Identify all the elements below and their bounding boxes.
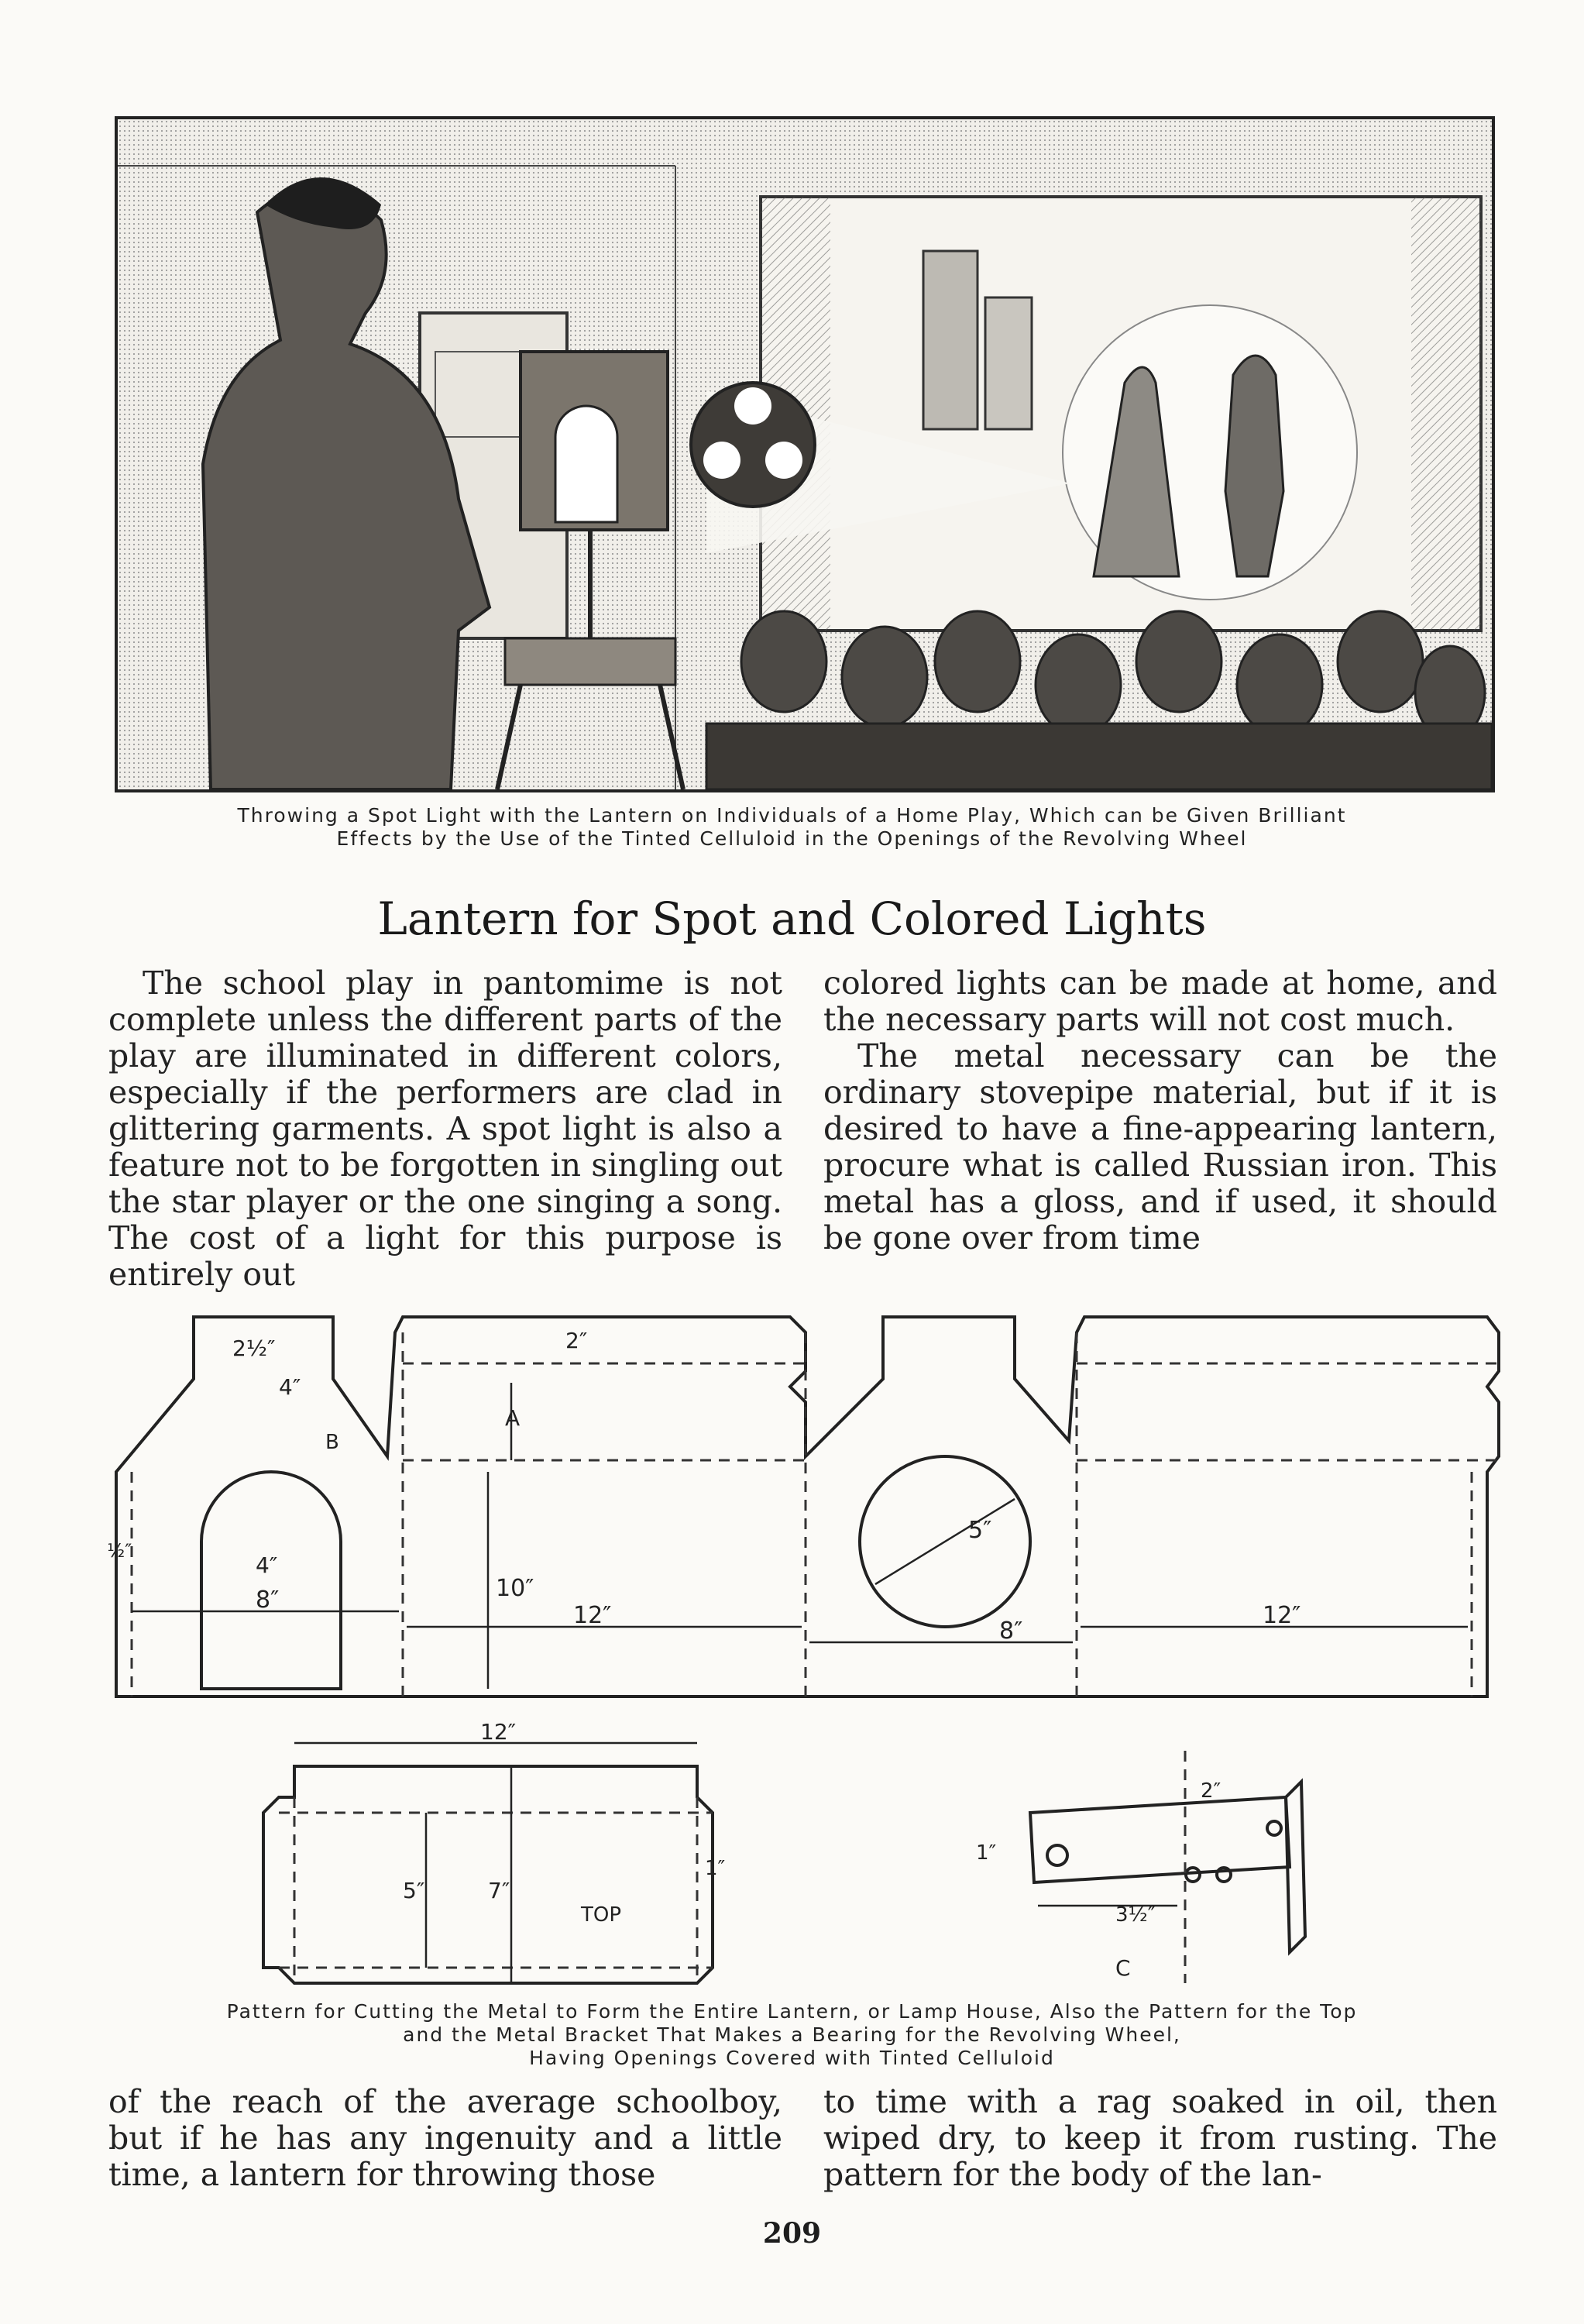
pattern-drawing: 2½″ 4″ B 2″ A 10″ ½″ 4″ 8″ 12″ 5″ 8″ 12″… — [107, 1315, 1500, 1985]
dim-label: B — [325, 1431, 339, 1454]
dim-label: 2″ — [1201, 1779, 1222, 1803]
dim-label: 10″ — [496, 1575, 534, 1602]
dimension-lines — [132, 1383, 1468, 1689]
dim-label: 1″ — [705, 1857, 726, 1880]
dim-label: ½″ — [108, 1540, 132, 1562]
article-title: Lantern for Spot and Colored Lights — [377, 892, 1207, 945]
paragraph: The metal necessary can be the ordinary … — [823, 1037, 1497, 1257]
figure-caption-bottom: Pattern for Cutting the Metal to Form th… — [0, 2000, 1584, 2070]
column-right-bottom: to time with a rag soaked in oil, then w… — [823, 2084, 1497, 2193]
dim-label: 4″ — [256, 1552, 277, 1578]
dim-label: 12″ — [480, 1719, 516, 1745]
column-left-top: The school play in pantomime is not comp… — [108, 965, 782, 1293]
top-label: TOP — [580, 1903, 621, 1927]
top-fold-lines — [279, 1797, 713, 1983]
caption-line: Pattern for Cutting the Metal to Form th… — [226, 2000, 1358, 2023]
dim-label: 2″ — [565, 1328, 587, 1353]
dim-label: 8″ — [256, 1587, 279, 1614]
dim-label: 2½″ — [232, 1336, 275, 1361]
dim-label: 4″ — [279, 1374, 301, 1400]
bracket-drawing — [1028, 1778, 1307, 1956]
dim-label: A — [505, 1405, 520, 1431]
caption-line: Effects by the Use of the Tinted Cellulo… — [336, 827, 1248, 850]
caption-line: Having Openings Covered with Tinted Cell… — [529, 2047, 1055, 2069]
fold-lines — [130, 1332, 1499, 1697]
page-number: 209 — [762, 2217, 822, 2250]
dim-label: 12″ — [1263, 1602, 1301, 1629]
dim-label: C — [1115, 1955, 1131, 1981]
figure-caption-top: Throwing a Spot Light with the Lantern o… — [0, 804, 1584, 851]
paragraph: colored lights can be made at home, and … — [823, 964, 1497, 1038]
column-left-bottom: of the reach of the average schoolboy, b… — [108, 2084, 782, 2193]
caption-line: and the Metal Bracket That Makes a Beari… — [403, 2023, 1181, 2046]
actress-figure — [1092, 366, 1180, 578]
caption-line: Throwing a Spot Light with the Lantern o… — [237, 804, 1347, 827]
dim-label: 5″ — [968, 1517, 991, 1544]
top-pattern-outline — [262, 1765, 714, 1985]
dim-label: 5″ — [403, 1878, 424, 1903]
pattern-diagram: 2½″ 4″ B 2″ A 10″ ½″ 4″ 8″ 12″ 5″ 8″ 12″… — [107, 1301, 1503, 2014]
dim-label: 3½″ — [1115, 1903, 1156, 1927]
audience-drawing — [705, 610, 1493, 791]
scene-drawing — [118, 119, 1493, 791]
body-pattern-outline — [115, 1315, 1500, 1698]
paragraph: The school play in pantomime is not comp… — [108, 964, 782, 1293]
dim-label: 1″ — [976, 1841, 997, 1865]
dim-label: 7″ — [488, 1878, 510, 1903]
dim-label: 12″ — [573, 1602, 611, 1629]
column-right-top: colored lights can be made at home, and … — [823, 965, 1497, 1257]
paragraph: to time with a rag soaked in oil, then w… — [823, 2083, 1497, 2193]
actor-figure — [1224, 354, 1285, 578]
paragraph: of the reach of the average schoolboy, b… — [108, 2083, 782, 2193]
illustration-spotlight-scene — [115, 116, 1495, 792]
dim-label: 8″ — [999, 1618, 1022, 1645]
